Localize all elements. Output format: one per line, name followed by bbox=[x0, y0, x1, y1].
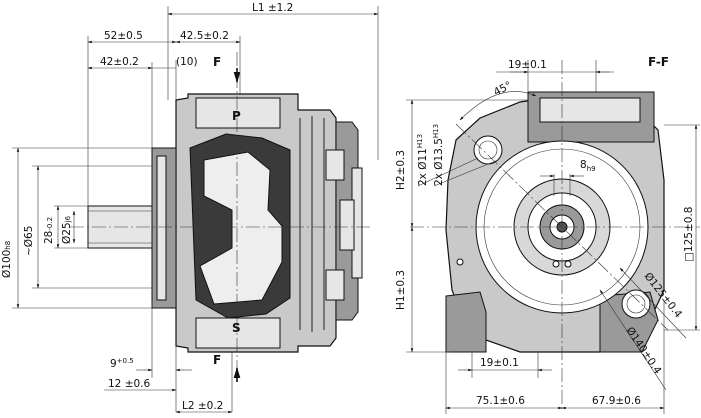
housing-window bbox=[199, 151, 283, 305]
dim-12: 12 ±0.6 bbox=[108, 378, 151, 390]
dim-9: 9+0.5 bbox=[110, 357, 134, 370]
flange-face bbox=[156, 155, 167, 301]
port-label-p: P bbox=[232, 109, 241, 123]
mounting-foot-left bbox=[445, 291, 487, 353]
dim-19-top: 19±0.1 bbox=[508, 59, 547, 71]
section-mark-bottom: F bbox=[213, 353, 221, 367]
dim-45deg: 45° bbox=[492, 79, 514, 98]
dim-42: 42±0.2 bbox=[100, 56, 139, 68]
suction-port-boss bbox=[195, 317, 281, 349]
dim-75-1: 75.1±0.6 bbox=[476, 395, 525, 407]
dim-h2: H2±0.3 bbox=[395, 150, 407, 190]
dim-d25: Ø25j6 bbox=[61, 215, 73, 244]
dim-28: 28-0.2 bbox=[43, 217, 55, 244]
dim-l2: L2 ±0.2 bbox=[182, 400, 223, 412]
dim-l1: L1 ±1.2 bbox=[252, 2, 293, 14]
dim-d65: ~Ø65 bbox=[23, 226, 35, 256]
section-view: F-F 19±0.1 bbox=[395, 55, 700, 414]
dim-8h9: 8h9 bbox=[580, 159, 596, 173]
rear-ribs bbox=[299, 116, 355, 332]
side-view: F F P S L1 ±1.2 52±0.5 42.5±0.2 42±0.2 (… bbox=[1, 2, 379, 414]
dim-42-5: 42.5±0.2 bbox=[180, 30, 229, 42]
dim-2xd11: 2x Ø11H13 bbox=[416, 134, 429, 186]
dim-sq125: □125±0.8 bbox=[683, 207, 695, 262]
dim-h1: H1±0.3 bbox=[395, 270, 407, 310]
dim-52: 52±0.5 bbox=[104, 30, 143, 42]
dim-10: (10) bbox=[176, 56, 198, 68]
section-mark-top: F bbox=[213, 55, 221, 69]
bolt-hole-bottom-right bbox=[621, 289, 651, 319]
pressure-port-boss bbox=[195, 97, 281, 129]
dim-67-9: 67.9±0.6 bbox=[592, 395, 641, 407]
port-label-s: S bbox=[232, 321, 241, 335]
dim-2xd13-5: 2x Ø13.5H13 bbox=[432, 124, 445, 186]
dim-d100: Ø100h8 bbox=[1, 241, 13, 278]
dim-19-bottom: 19±0.1 bbox=[480, 357, 519, 369]
section-label: F-F bbox=[648, 55, 669, 69]
